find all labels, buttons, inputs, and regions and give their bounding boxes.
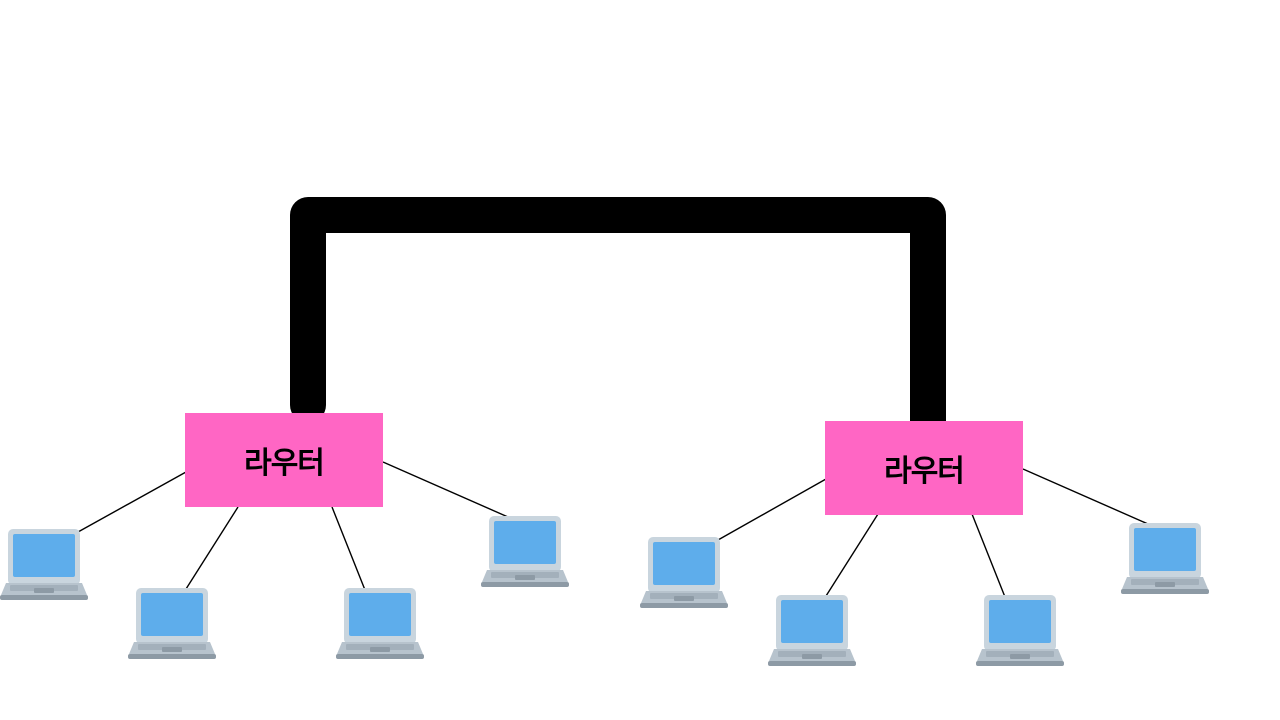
- link-left-laptop-3: [331, 506, 366, 591]
- router-right: 라우터: [825, 421, 1023, 515]
- link-left-laptop-4: [382, 461, 509, 518]
- router-backbone-link: [290, 197, 946, 443]
- laptop-icon: [768, 594, 856, 668]
- router-left: 라우터: [185, 413, 383, 507]
- laptop-icon: [336, 587, 424, 661]
- link-right-laptop-2: [825, 513, 879, 597]
- link-right-laptop-3: [971, 513, 1006, 598]
- link-right-laptop-1: [717, 478, 827, 541]
- laptop-icon: [1121, 522, 1209, 596]
- link-left-laptop-1: [77, 471, 187, 533]
- link-left-laptop-2: [185, 506, 239, 590]
- laptop-icon: [481, 515, 569, 589]
- link-right-laptop-4: [1022, 468, 1149, 525]
- laptop-icon: [640, 536, 728, 610]
- router-label: 라우터: [884, 454, 965, 489]
- router-label: 라우터: [244, 446, 325, 481]
- laptop-icon: [0, 528, 88, 602]
- laptop-icon: [976, 594, 1064, 668]
- laptop-icon: [128, 587, 216, 661]
